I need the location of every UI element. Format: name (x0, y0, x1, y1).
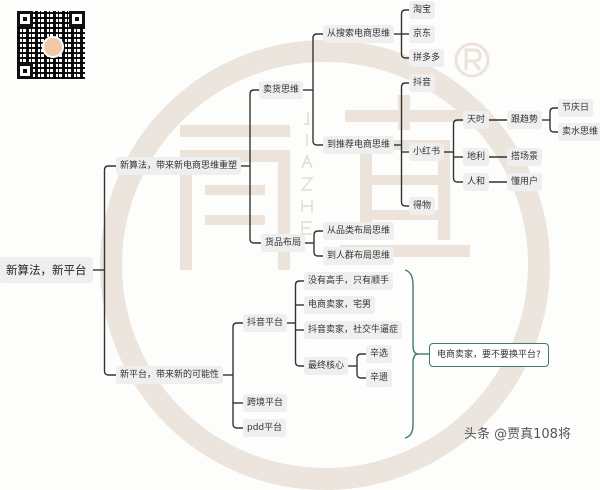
leaf-node[interactable]: 得物 (409, 197, 436, 215)
connector (356, 373, 366, 379)
connector (313, 251, 323, 257)
connector (249, 238, 261, 244)
connector (400, 201, 409, 207)
connector (249, 89, 259, 95)
connector (400, 82, 409, 88)
connector-lines (93, 9, 558, 439)
registered-mark-shape (454, 42, 490, 78)
branch-node[interactable]: 人和 (463, 173, 490, 191)
connector (452, 119, 463, 125)
connector (452, 177, 463, 183)
qr-code (17, 11, 85, 79)
leaf-node[interactable]: pdd平台 (243, 419, 287, 437)
branch-node[interactable]: 新平台，带来新的可能性 (116, 366, 224, 384)
leaf-node[interactable]: 搭场景 (507, 148, 543, 166)
leaf-node[interactable]: 没有高手，只有顺手 (304, 272, 394, 290)
leaf-node[interactable]: 从品类布局思维 (323, 222, 395, 240)
connector (312, 140, 323, 146)
leaf-node[interactable]: 辛选 (366, 345, 393, 363)
leaf-node[interactable]: 懂用户 (507, 173, 543, 191)
leaf-node[interactable]: 京东 (409, 25, 436, 43)
summary-node[interactable]: 电商卖家，要不要换平台? (429, 343, 549, 367)
avatar (42, 36, 64, 58)
branch-node[interactable]: 跟趋势 (507, 111, 543, 129)
watermark-letters-shape (300, 112, 314, 235)
connector (103, 165, 116, 171)
branch-node[interactable]: 最终核心 (304, 357, 349, 375)
connector (549, 127, 558, 133)
leaf-node[interactable]: 电商卖家，宅男 (304, 296, 376, 314)
connector (294, 280, 304, 286)
branch-node[interactable]: 小红书 (409, 143, 445, 161)
connector (313, 230, 323, 236)
leaf-node[interactable]: 拼多多 (409, 49, 445, 67)
connector (404, 269, 419, 439)
leaf-node[interactable]: 跨境平台 (243, 394, 288, 412)
leaf-node[interactable]: 淘宝 (409, 1, 436, 19)
connector (232, 322, 243, 328)
connector (549, 107, 558, 113)
connector (400, 9, 409, 15)
connector (294, 361, 304, 367)
branch-node[interactable]: 新算法，带来新电商思维重塑 (116, 157, 242, 175)
credit-watermark: 头条 @贾真108将 (464, 427, 571, 442)
branch-node[interactable]: 货品布局 (261, 234, 306, 252)
branch-node[interactable]: 地利 (463, 148, 490, 166)
connector (103, 370, 116, 376)
root-node[interactable]: 新算法，新平台 (0, 257, 93, 283)
connector (232, 423, 243, 429)
connector (400, 53, 409, 59)
leaf-node[interactable]: 辛遗 (366, 369, 393, 387)
branch-node[interactable]: 从搜索电商思维 (323, 25, 395, 43)
branch-node[interactable]: 抖音平台 (243, 314, 288, 332)
branch-node[interactable]: 天时 (463, 111, 490, 129)
leaf-node[interactable]: 抖音 (409, 74, 436, 92)
connector (312, 33, 323, 39)
connector (356, 353, 366, 359)
leaf-node[interactable]: 到人群布局思维 (323, 247, 395, 265)
branch-node[interactable]: 卖货思维 (259, 81, 304, 99)
leaf-node[interactable]: 抖音卖家，社交牛逼症 (304, 321, 403, 339)
branch-node[interactable]: 到推荐电商思维 (323, 136, 395, 154)
leaf-node[interactable]: 卖水思维 (558, 123, 600, 141)
leaf-node[interactable]: 节庆日 (558, 99, 594, 117)
